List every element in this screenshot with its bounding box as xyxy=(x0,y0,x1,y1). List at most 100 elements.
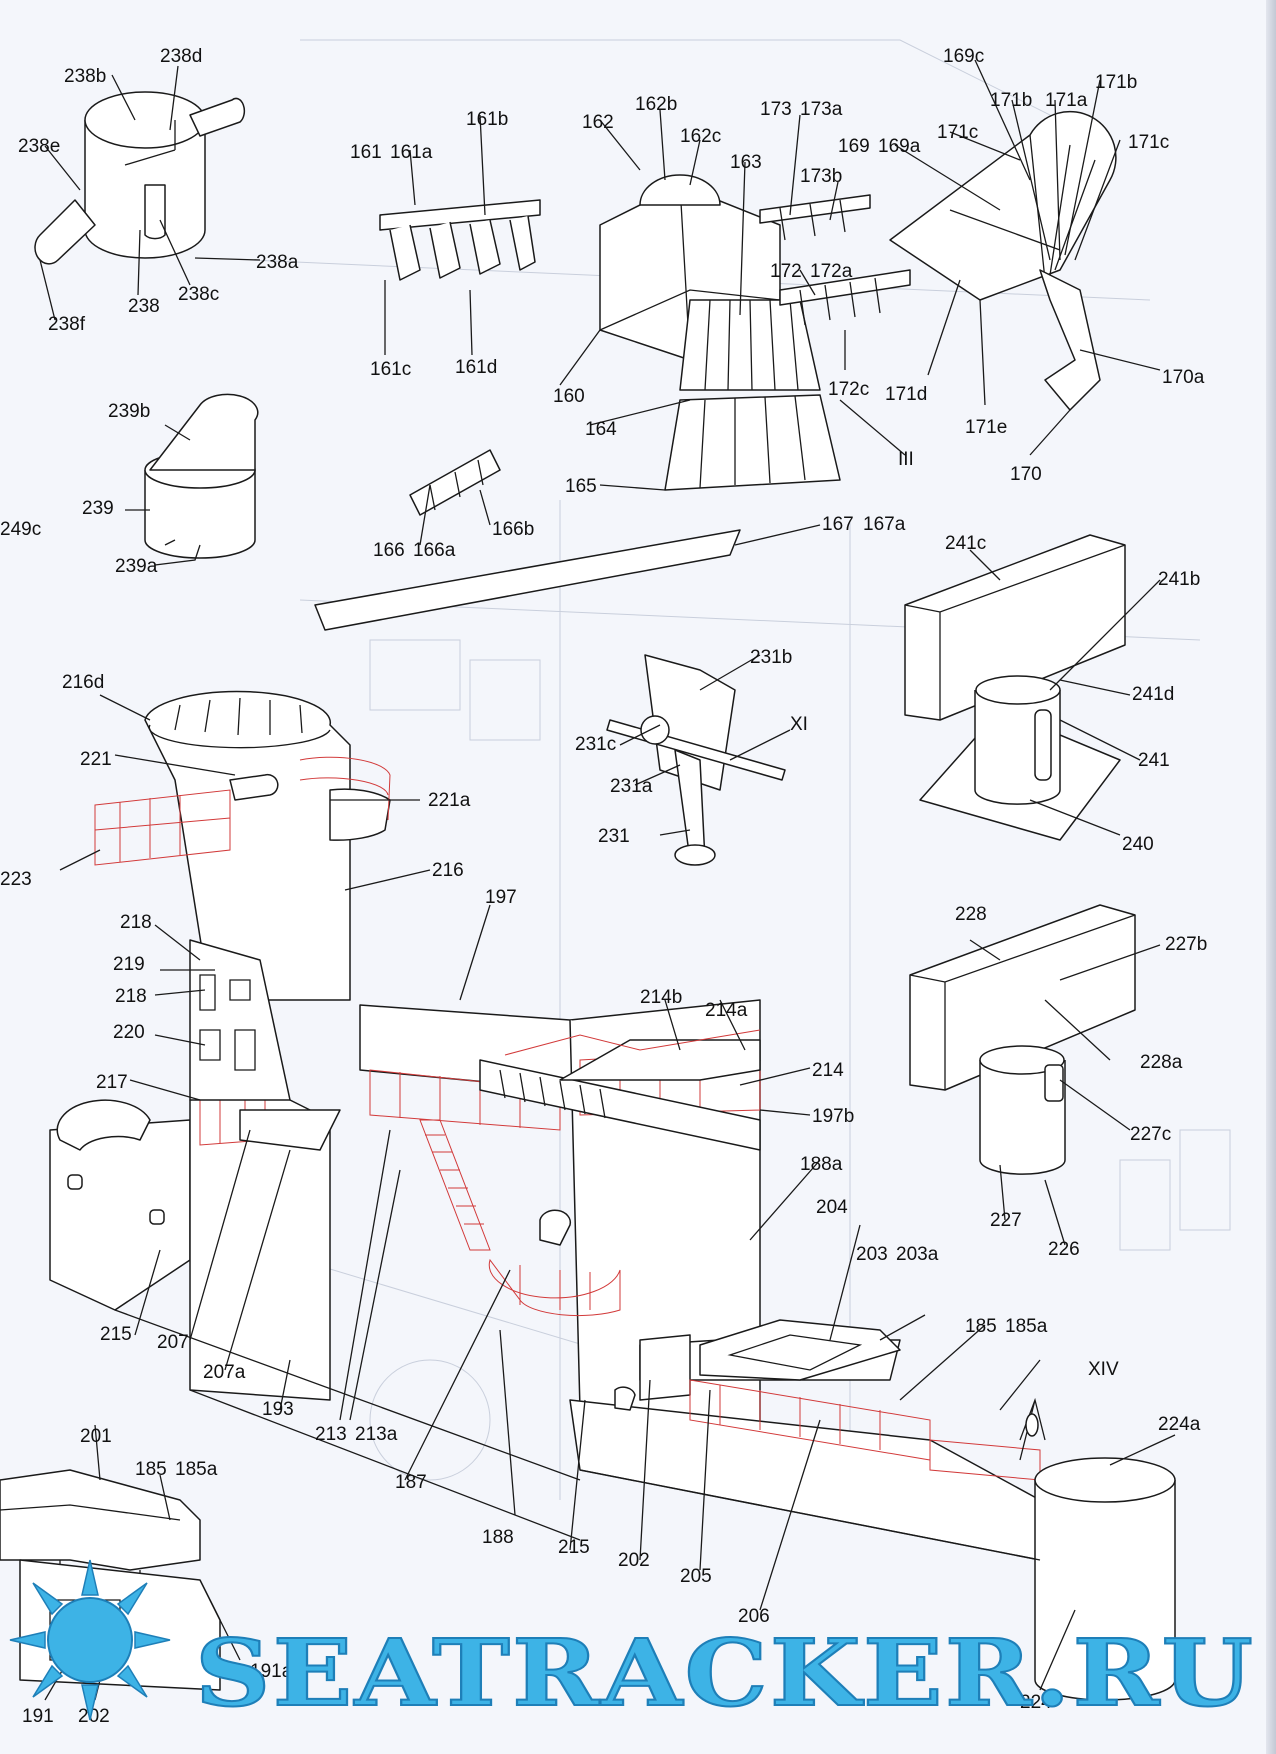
label-215-2: 215 xyxy=(558,1537,590,1558)
label-188: 188 xyxy=(482,1527,514,1548)
label-215-1: 215 xyxy=(100,1324,132,1345)
label-217: 217 xyxy=(96,1072,128,1093)
label-231: 231 xyxy=(598,826,630,847)
label-207a: 207a xyxy=(203,1362,246,1383)
label-XI: XI xyxy=(790,714,808,735)
bridge-post-218 xyxy=(189,939,291,1101)
part-167 xyxy=(314,529,741,631)
label-173: 173 xyxy=(760,99,792,120)
label-249c: 249c xyxy=(0,519,41,540)
label-241c: 241c xyxy=(945,533,986,554)
label-161: 161 xyxy=(350,142,382,163)
label-165: 165 xyxy=(565,476,597,497)
parts-169-171 xyxy=(889,110,1117,411)
label-III: III xyxy=(898,449,914,470)
label-218-2: 218 xyxy=(115,986,147,1007)
label-241b: 241b xyxy=(1158,569,1200,590)
lower-deck-203-224 xyxy=(569,1319,1176,1701)
label-162c: 162c xyxy=(680,126,721,147)
part-238 xyxy=(34,91,246,265)
sun-logo-icon xyxy=(9,1559,171,1721)
label-164: 164 xyxy=(585,419,617,440)
part-labels: 238d 238b 238e 238a 238c 238 238f 161b 1… xyxy=(0,46,1207,1727)
label-224a: 224a xyxy=(1158,1414,1201,1435)
label-171d: 171d xyxy=(885,384,927,405)
label-239b: 239b xyxy=(108,401,150,422)
part-166 xyxy=(409,449,501,516)
label-169: 169 xyxy=(838,136,870,157)
label-173a: 173a xyxy=(800,99,843,120)
label-166b: 166b xyxy=(492,519,534,540)
label-161c: 161c xyxy=(370,359,411,380)
label-223: 223 xyxy=(0,869,32,890)
label-239a: 239a xyxy=(115,556,158,577)
label-171a: 171a xyxy=(1045,90,1088,111)
label-171e: 171e xyxy=(965,417,1007,438)
label-191: 191 xyxy=(22,1706,54,1727)
label-197: 197 xyxy=(485,887,517,908)
label-238b: 238b xyxy=(64,66,106,87)
label-238a: 238a xyxy=(256,252,299,273)
label-238e: 238e xyxy=(18,136,60,157)
label-220: 220 xyxy=(113,1022,145,1043)
part-241 xyxy=(904,534,1126,841)
label-240: 240 xyxy=(1122,834,1154,855)
label-216d: 216d xyxy=(62,672,104,693)
part-231 xyxy=(606,654,786,866)
label-166: 166 xyxy=(373,540,405,561)
label-161d: 161d xyxy=(455,357,497,378)
label-162: 162 xyxy=(582,112,614,133)
label-224: 224 xyxy=(1020,1692,1052,1713)
label-193: 193 xyxy=(262,1399,294,1420)
label-197b: 197b xyxy=(812,1106,854,1127)
label-185a-2: 185a xyxy=(175,1459,218,1480)
label-214: 214 xyxy=(812,1060,844,1081)
label-160: 160 xyxy=(553,386,585,407)
label-206: 206 xyxy=(738,1606,770,1627)
label-241d: 241d xyxy=(1132,684,1174,705)
page-edge xyxy=(1266,0,1276,1754)
label-231a: 231a xyxy=(610,776,653,797)
label-170: 170 xyxy=(1010,464,1042,485)
label-191a: 191a xyxy=(250,1661,293,1682)
label-201: 201 xyxy=(80,1426,112,1447)
label-218-1: 218 xyxy=(120,912,152,933)
label-167a: 167a xyxy=(863,514,906,535)
label-214a: 214a xyxy=(705,1000,748,1021)
label-238d: 238d xyxy=(160,46,202,67)
label-241: 241 xyxy=(1138,750,1170,771)
label-238f: 238f xyxy=(48,314,86,335)
label-231c: 231c xyxy=(575,734,616,755)
label-227c: 227c xyxy=(1130,1124,1171,1145)
leader-lines xyxy=(39,59,1176,1701)
label-173b: 173b xyxy=(800,166,842,187)
label-187: 187 xyxy=(395,1472,427,1493)
label-228a: 228a xyxy=(1140,1052,1183,1073)
label-213a: 213a xyxy=(355,1424,398,1445)
label-171c-2: 171c xyxy=(937,122,978,143)
label-171b-1: 171b xyxy=(990,90,1032,111)
label-171b-2: 171b xyxy=(1095,72,1137,93)
label-238c: 238c xyxy=(178,284,219,305)
label-169c: 169c xyxy=(943,46,984,67)
label-214b: 214b xyxy=(640,987,682,1008)
label-239: 239 xyxy=(82,498,114,519)
label-205: 205 xyxy=(680,1566,712,1587)
label-162b: 162b xyxy=(635,94,677,115)
label-170a: 170a xyxy=(1162,367,1205,388)
label-185a-1: 185a xyxy=(1005,1316,1048,1337)
label-171c-1: 171c xyxy=(1128,132,1169,153)
label-238: 238 xyxy=(128,296,160,317)
label-227: 227 xyxy=(990,1210,1022,1231)
label-172a: 172a xyxy=(810,261,853,282)
label-172: 172 xyxy=(770,261,802,282)
label-202-1: 202 xyxy=(618,1550,650,1571)
label-227b: 227b xyxy=(1165,934,1207,955)
part-239 xyxy=(144,393,259,559)
label-169a: 169a xyxy=(878,136,921,157)
label-213: 213 xyxy=(315,1424,347,1445)
label-221a: 221a xyxy=(428,790,471,811)
label-161a: 161a xyxy=(390,142,433,163)
label-163: 163 xyxy=(730,152,762,173)
label-202-2: 202 xyxy=(78,1706,110,1727)
